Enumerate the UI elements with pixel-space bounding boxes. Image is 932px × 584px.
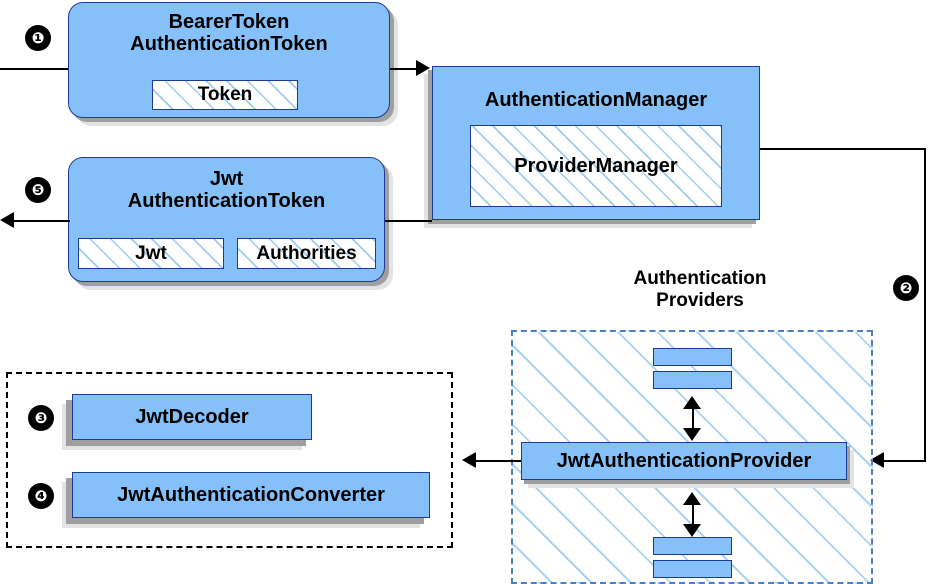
jwt-authentication-provider-box[interactable]: JwtAuthenticationProvider bbox=[521, 442, 847, 480]
jwt-token-title-line2: AuthenticationToken bbox=[127, 190, 326, 212]
manager-to-jwt-token-line bbox=[385, 220, 432, 222]
step-3-marker: ❸ bbox=[28, 405, 54, 431]
provider-stub-bar-bottom-2[interactable] bbox=[653, 560, 732, 578]
authentication-manager-title: AuthenticationManager bbox=[484, 89, 708, 111]
authentication-providers-label-line2: Providers bbox=[656, 289, 744, 311]
step-4-marker: ❹ bbox=[28, 483, 54, 509]
jwt-helper-components-region bbox=[6, 372, 453, 548]
step-5-number: ❺ bbox=[31, 181, 45, 199]
bearer-token-inner-token-box[interactable]: Token bbox=[152, 80, 298, 110]
jwt-authentication-converter-box[interactable]: JwtAuthenticationConverter bbox=[72, 472, 430, 518]
step-1-number: ❶ bbox=[31, 29, 45, 47]
authorities-inner-label: Authorities bbox=[256, 242, 357, 264]
authentication-providers-label: Authentication Providers bbox=[600, 268, 800, 312]
jwt-authentication-provider-label: JwtAuthenticationProvider bbox=[556, 450, 812, 472]
authorities-inner-box[interactable]: Authorities bbox=[237, 238, 376, 269]
bearer-to-manager-line bbox=[390, 68, 418, 70]
jwt-decoder-box[interactable]: JwtDecoder bbox=[72, 394, 312, 440]
jwt-token-title-line1: Jwt bbox=[209, 168, 244, 190]
step-2-marker: ❷ bbox=[893, 275, 919, 301]
provider-stub-bar-top-1[interactable] bbox=[653, 348, 732, 366]
step-1-marker: ❶ bbox=[25, 25, 51, 51]
incoming-request-line bbox=[0, 68, 70, 70]
step-3-number: ❸ bbox=[34, 409, 48, 427]
provider-manager-label: ProviderManager bbox=[514, 154, 678, 177]
jwt-inner-label: Jwt bbox=[135, 242, 167, 264]
manager-to-provider-vertical-line bbox=[924, 148, 926, 461]
provider-link-top-line bbox=[692, 402, 694, 430]
provider-stub-bar-top-2[interactable] bbox=[653, 371, 732, 389]
jwt-token-return-arrowhead bbox=[0, 212, 14, 228]
bearer-token-title-line1: BearerToken bbox=[168, 11, 290, 33]
jwt-inner-box[interactable]: Jwt bbox=[78, 238, 224, 269]
jwt-decoder-label: JwtDecoder bbox=[135, 406, 249, 428]
manager-to-provider-arrowhead bbox=[870, 452, 884, 468]
step-4-number: ❹ bbox=[34, 487, 48, 505]
step-5-marker: ❺ bbox=[25, 177, 51, 203]
jwt-token-return-line bbox=[14, 220, 70, 222]
jwt-authentication-converter-label: JwtAuthenticationConverter bbox=[117, 484, 385, 506]
provider-stub-bar-bottom-1[interactable] bbox=[653, 537, 732, 555]
token-label: Token bbox=[197, 84, 253, 105]
step-2-number: ❷ bbox=[899, 279, 913, 297]
bearer-token-title-line2: AuthenticationToken bbox=[130, 33, 328, 55]
provider-to-helpers-arrowhead bbox=[462, 452, 476, 468]
bearer-to-manager-arrowhead bbox=[416, 60, 430, 76]
manager-to-provider-top-line bbox=[760, 148, 926, 150]
provider-link-bottom-line bbox=[692, 498, 694, 526]
provider-to-helpers-line bbox=[476, 460, 521, 462]
authentication-providers-label-line1: Authentication bbox=[633, 268, 767, 289]
manager-to-provider-bottom-line bbox=[884, 460, 926, 462]
provider-link-bottom-arrow-down bbox=[683, 524, 701, 537]
provider-manager-inner-box[interactable]: ProviderManager bbox=[470, 125, 722, 207]
provider-link-top-arrow-down bbox=[683, 428, 701, 441]
